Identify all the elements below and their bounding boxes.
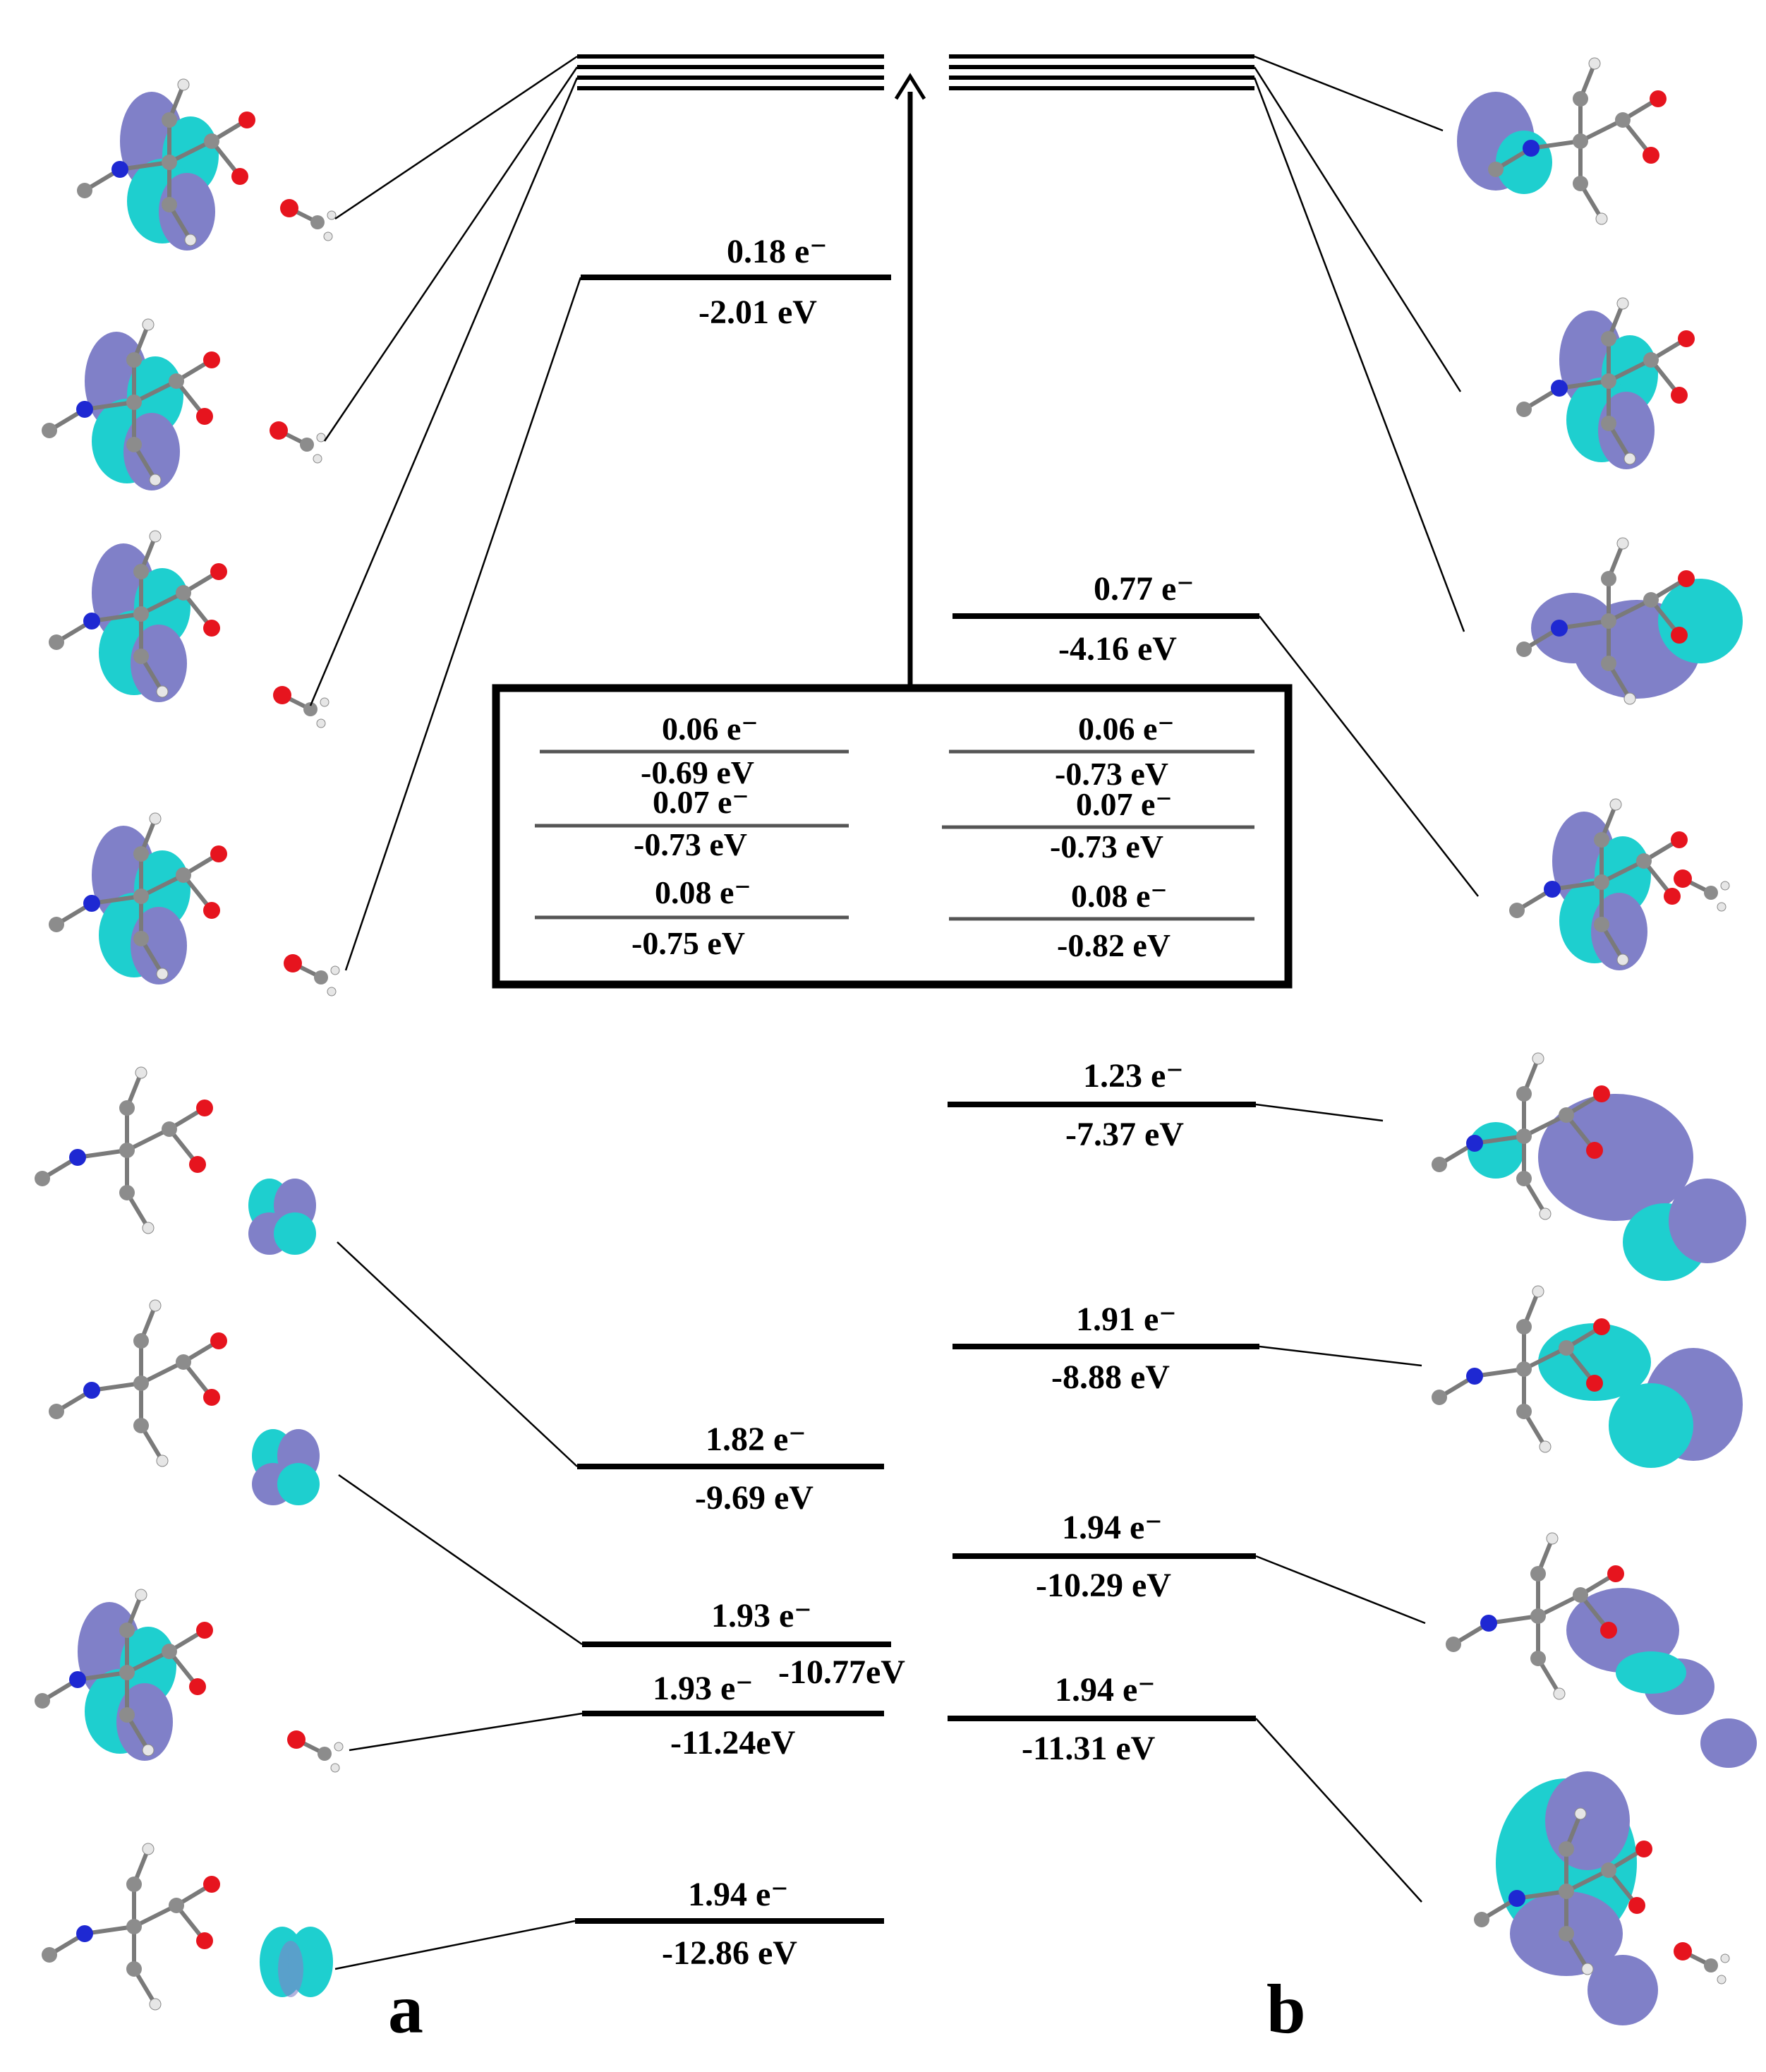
occ-b3: 1.91 e⁻ [1076,1301,1177,1338]
inset-occ-r1: 0.06 e⁻ [1078,711,1175,747]
inset-occ-r3: 0.08 e⁻ [1071,878,1168,914]
inset-level-lines [535,749,1254,921]
orbital-image-a5 [248,1179,316,1255]
molecule-a5 [35,1067,213,1234]
methanol-b8 [1674,1942,1729,1984]
energy-a1: -2.01 eV [698,294,817,331]
inset-energy-l3: -0.75 eV [631,925,745,961]
inset-energy-l2: -0.73 eV [634,826,747,862]
occ-a5: 1.94 e⁻ [688,1876,789,1913]
panel-a-orbital-images [35,79,343,2010]
occ-b1: 0.77 e⁻ [1094,570,1195,608]
energy-a2: -9.69 eV [695,1479,814,1517]
occ-a4: 1.93 e⁻ [653,1670,754,1707]
orbital-image-a6 [252,1429,320,1505]
orbital-image-a4 [49,813,227,984]
inset-energy-r2: -0.73 eV [1050,829,1163,865]
molecule-a8 [42,1843,220,2010]
labels-b: 0.77 e⁻ -4.16 eV 1.23 e⁻ -7.37 eV 1.91 e… [1022,570,1195,1767]
inset-labels: 0.06 e⁻ -0.69 eV 0.07 e⁻ -0.73 eV 0.08 e… [631,711,1175,963]
methanol-a3 [273,686,329,728]
level-lines-b [948,613,1259,1721]
inset-occ-r2: 0.07 e⁻ [1076,786,1173,822]
methanol-a1 [280,199,336,241]
energy-a5: -12.86 eV [662,1934,797,1972]
inset-energy-r1: -0.73 eV [1055,756,1168,792]
methanol-a2 [270,421,325,463]
molecule-a6 [49,1300,227,1466]
orbital-image-b5 [1432,1053,1746,1281]
orbital-image-b7 [1446,1533,1757,1768]
energy-a3: -10.77eV [778,1654,905,1691]
panel-label-a: a [388,1970,423,2048]
methanol-a7 [287,1730,343,1772]
occ-a3: 1.93 e⁻ [711,1597,812,1634]
energy-b4: -10.29 eV [1036,1567,1171,1604]
inset-occ-l2: 0.07 e⁻ [653,784,749,820]
orbital-image-a7 [35,1589,213,1761]
connector-lines [309,55,1479,1970]
inset-energy-l1: -0.69 eV [641,754,754,790]
occ-b4: 1.94 e⁻ [1062,1509,1163,1546]
panel-label-b: b [1266,1970,1306,2048]
occ-a1: 0.18 e⁻ [727,233,828,270]
methanol-b4 [1674,869,1729,911]
orbital-image-b1 [1457,58,1667,224]
methanol-a4 [284,954,339,996]
energy-a4: -11.24eV [670,1724,796,1761]
inset-energy-r3: -0.82 eV [1057,927,1171,963]
occ-a2: 1.82 e⁻ [706,1421,806,1458]
inset-occ-l3: 0.08 e⁻ [655,874,751,910]
orbital-image-a8 [260,1927,333,1997]
energy-b1: -4.16 eV [1058,630,1177,668]
inset-box [492,684,1293,989]
orbital-image-b2 [1516,298,1695,469]
inset-arrow [894,73,926,688]
orbital-image-b4 [1509,799,1688,970]
energy-b3: -8.88 eV [1051,1359,1170,1396]
level-lines-a [575,275,891,1924]
inset-occ-l1: 0.06 e⁻ [662,711,758,747]
labels-a: 0.18 e⁻ -2.01 eV 1.82 e⁻ -9.69 eV 1.93 e… [653,233,905,1972]
occ-b5: 1.94 e⁻ [1055,1671,1156,1709]
orbital-image-b6 [1432,1286,1743,1468]
energy-b2: -7.37 eV [1065,1116,1184,1153]
top-levels-a [577,54,884,90]
orbital-image-a2 [42,319,220,490]
orbital-image-a1 [77,79,255,251]
top-levels-b [949,54,1254,90]
orbital-image-b3 [1516,538,1743,704]
occ-b2: 1.23 e⁻ [1083,1057,1184,1095]
orbital-image-b8 [1474,1771,1658,2025]
energy-b5: -11.31 eV [1022,1730,1156,1767]
panel-b-orbital-images [1432,58,1757,2025]
orbital-image-a3 [49,531,227,702]
